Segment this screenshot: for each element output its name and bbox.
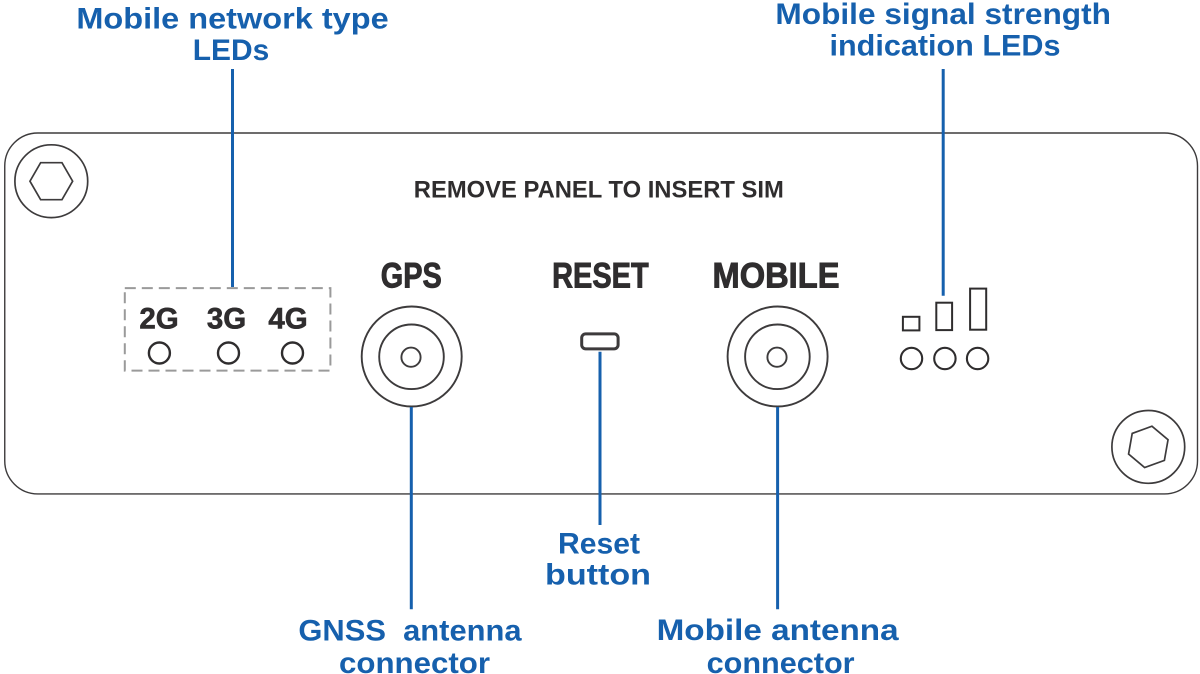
svg-text:GNSS antenna: GNSS antenna: [298, 615, 522, 648]
svg-text:LEDs: LEDs: [193, 34, 270, 67]
svg-text:connector: connector: [707, 647, 855, 674]
svg-text:Mobile network type: Mobile network type: [76, 2, 388, 35]
svg-text:3G: 3G: [207, 302, 246, 335]
svg-text:RESET: RESET: [552, 256, 649, 295]
svg-text:indication LEDs: indication LEDs: [830, 30, 1061, 63]
svg-text:REMOVE PANEL TO INSERT SIM: REMOVE PANEL TO INSERT SIM: [414, 177, 784, 204]
svg-text:Mobile signal strength: Mobile signal strength: [775, 0, 1111, 31]
svg-text:connector: connector: [339, 647, 490, 674]
svg-text:2G: 2G: [139, 302, 178, 335]
svg-text:4G: 4G: [268, 302, 307, 335]
svg-text:MOBILE: MOBILE: [713, 256, 840, 295]
svg-text:button: button: [545, 558, 651, 591]
svg-text:GPS: GPS: [381, 256, 442, 295]
svg-text:Mobile antenna: Mobile antenna: [657, 614, 899, 647]
svg-text:Reset: Reset: [558, 528, 640, 561]
